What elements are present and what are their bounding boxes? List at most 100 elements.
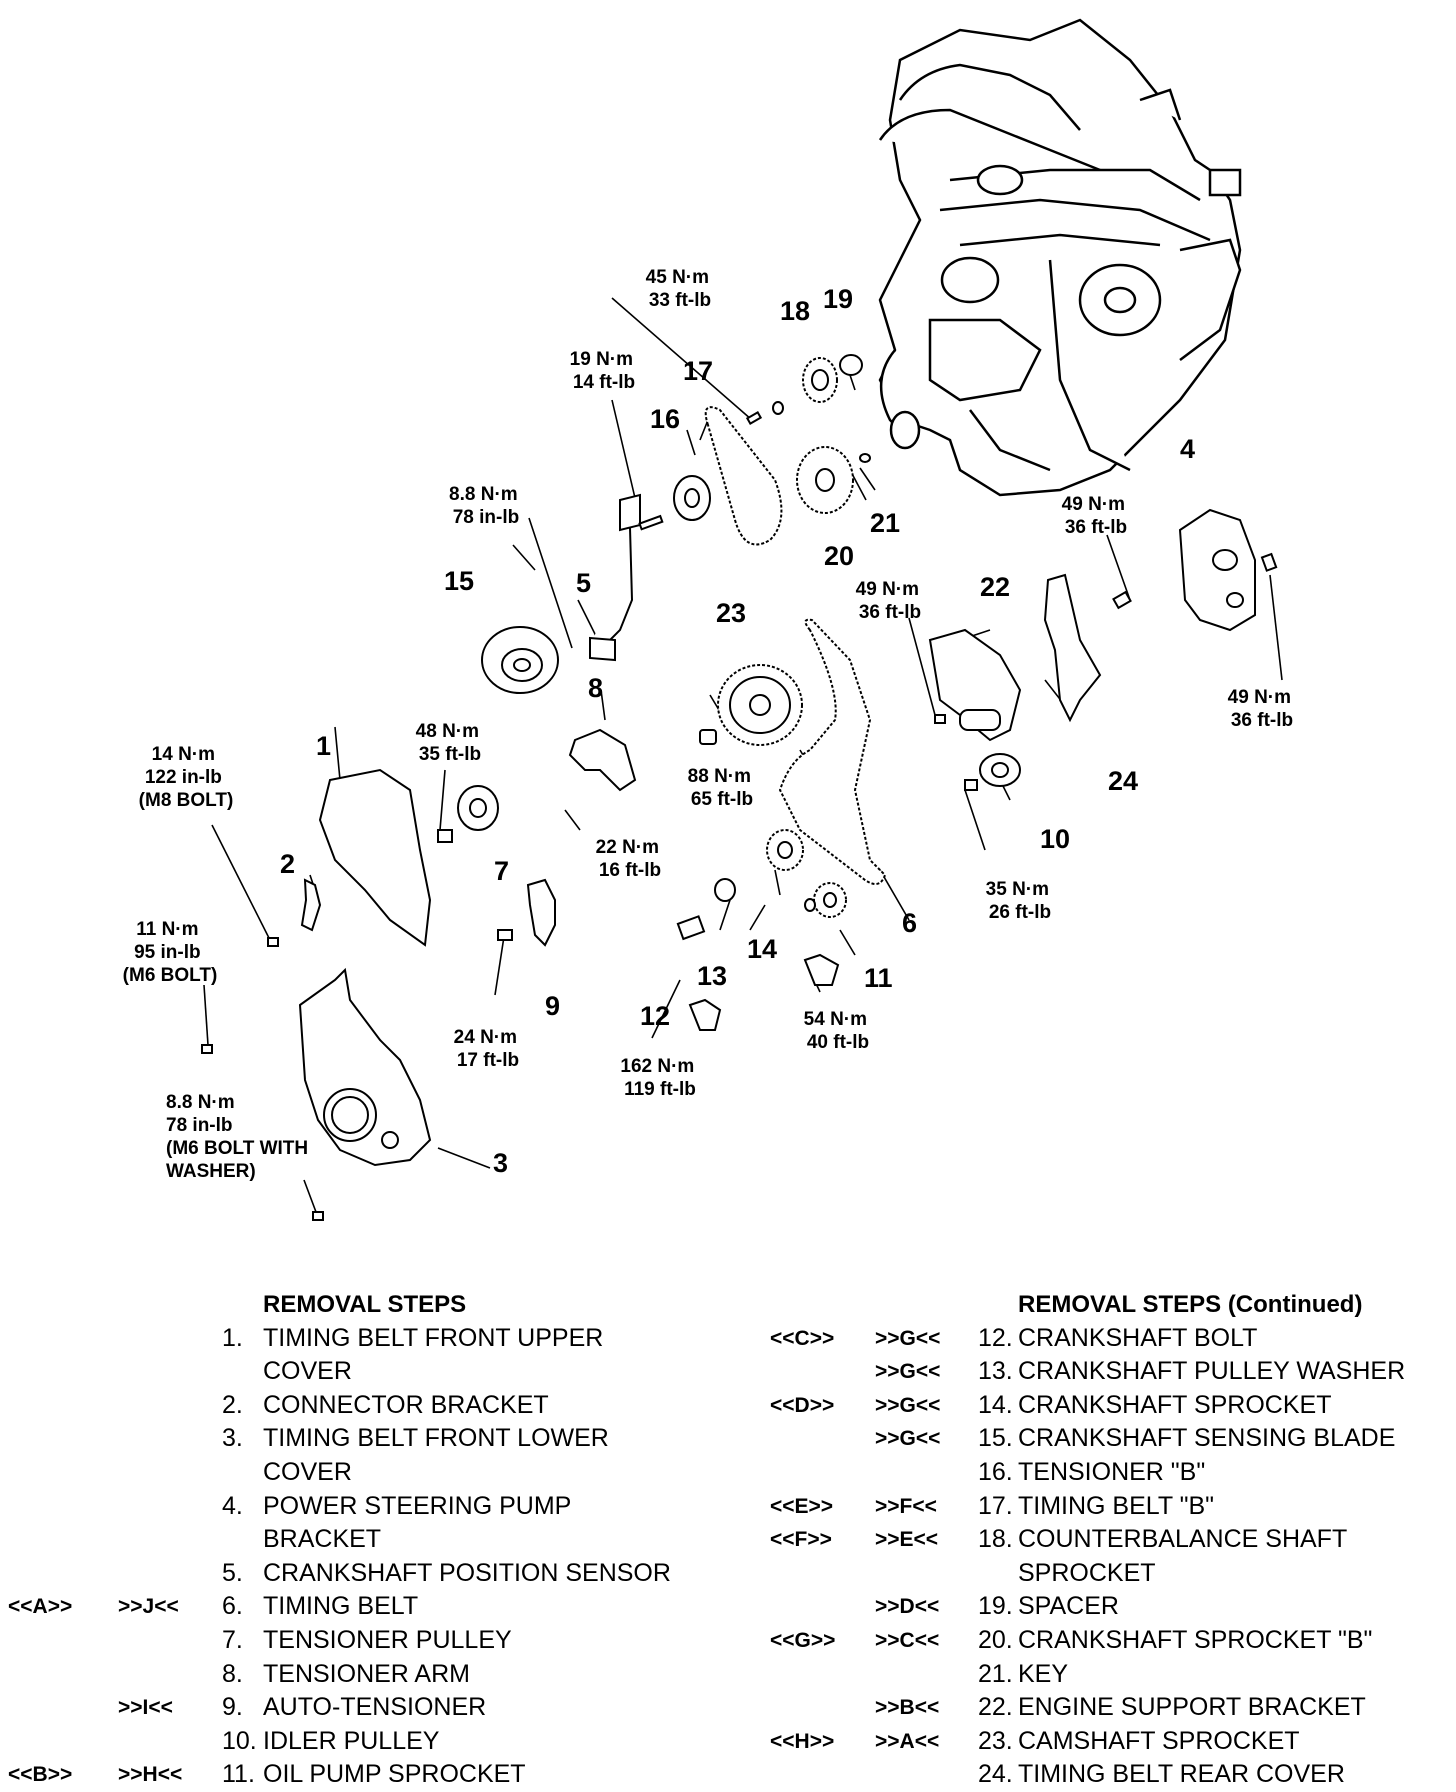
- callout-4: 4: [1180, 434, 1195, 464]
- step-note-code: >>G<<: [875, 1360, 941, 1384]
- step-row: 10.IDLER PULLEY: [0, 1725, 740, 1759]
- engine-block-illustration: [878, 18, 1242, 497]
- step-row: BRACKET: [0, 1523, 740, 1557]
- step-note-code: >>B<<: [875, 1696, 940, 1720]
- step-text: SPROCKET: [1018, 1558, 1156, 1587]
- step-condition-code: <<F>>: [770, 1528, 832, 1552]
- step-row: >>G<<15.CRANKSHAFT SENSING BLADE: [740, 1422, 1456, 1456]
- step-row: <<C>>>>G<<12.CRANKSHAFT BOLT: [740, 1322, 1456, 1356]
- step-text: TENSIONER PULLEY: [263, 1625, 512, 1654]
- step-text: COUNTERBALANCE SHAFT: [1018, 1525, 1348, 1554]
- torque-24: 24 N·m 17 ft-lb: [454, 1027, 523, 1071]
- callout-19: 19: [823, 284, 853, 314]
- step-note-code: >>C<<: [875, 1628, 940, 1652]
- step-number: 18.: [978, 1525, 1013, 1554]
- removal-steps-continued-title: REMOVAL STEPS (Continued): [740, 1288, 1456, 1322]
- crankshaft-sprocket: [766, 829, 804, 871]
- step-text: CRANKSHAFT POSITION SENSOR: [263, 1558, 671, 1587]
- callout-10: 10: [1040, 824, 1070, 854]
- callout-20: 20: [824, 541, 854, 571]
- callout-21: 21: [870, 508, 900, 538]
- bolt-88: [699, 729, 717, 745]
- step-number: 23.: [978, 1726, 1013, 1755]
- step-condition-code: <<A>>: [8, 1595, 73, 1619]
- step-note-code: >>G<<: [875, 1326, 941, 1350]
- step-row: SPROCKET: [740, 1557, 1456, 1591]
- torque-49-right: 49 N·m 36 ft-lb: [1228, 687, 1297, 731]
- callout-12: 12: [640, 1001, 670, 1031]
- step-number: 19.: [978, 1592, 1013, 1621]
- connector-bracket: [300, 878, 322, 932]
- callout-7: 7: [494, 856, 509, 886]
- callout-3: 3: [493, 1148, 508, 1178]
- step-text: POWER STEERING PUMP: [263, 1491, 572, 1520]
- torque-8-8-sensor: 8.8 N·m 78 in-lb: [449, 484, 523, 528]
- torque-14: 14 N·m 122 in-lb (M8 BOLT): [139, 744, 234, 811]
- step-row: <<A>>>>J<<6.TIMING BELT: [0, 1590, 740, 1624]
- step-number: 11.: [222, 1760, 255, 1789]
- step-number: 20.: [978, 1625, 1013, 1654]
- step-condition-code: <<H>>: [770, 1729, 835, 1753]
- removal-steps-continued-heading: REMOVAL STEPS (Continued): [1018, 1291, 1363, 1318]
- torque-48: 48 N·m 35 ft-lb: [416, 721, 485, 765]
- step-note-code: >>G<<: [875, 1427, 941, 1451]
- callout-16: 16: [650, 404, 680, 434]
- step-number: 17.: [978, 1491, 1013, 1520]
- callout-22: 22: [980, 572, 1010, 602]
- step-note-code: >>G<<: [875, 1393, 941, 1417]
- step-note-code: >>A<<: [875, 1729, 940, 1753]
- torque-54: 54 N·m 40 ft-lb: [804, 1009, 873, 1053]
- crankshaft-position-sensor: [589, 493, 664, 662]
- step-row: COVER: [0, 1456, 740, 1490]
- step-text: CONNECTOR BRACKET: [263, 1390, 549, 1419]
- torque-49-top: 49 N·m 36 ft-lb: [1062, 494, 1131, 538]
- step-text: TIMING BELT REAR COVER: [1018, 1760, 1345, 1789]
- auto-tensioner: [526, 878, 556, 947]
- bolt-24: [497, 929, 513, 941]
- callout-6: 6: [902, 908, 917, 938]
- step-note-code: >>D<<: [875, 1595, 940, 1619]
- power-steering-pump-bracket: [1178, 508, 1256, 632]
- step-row: COVER: [0, 1355, 740, 1389]
- bolt-48: [437, 829, 453, 843]
- step-row: 4.POWER STEERING PUMP: [0, 1490, 740, 1524]
- bolt-49-c: [1260, 552, 1278, 572]
- step-text: TIMING BELT FRONT UPPER: [263, 1323, 604, 1352]
- step-row: 7.TENSIONER PULLEY: [0, 1624, 740, 1658]
- step-text: COVER: [263, 1457, 352, 1486]
- step-text: TIMING BELT: [263, 1592, 419, 1621]
- key: [859, 453, 871, 463]
- step-row: <<B>>>>H<<11.OIL PUMP SPROCKET: [0, 1758, 740, 1792]
- callout-17: 17: [683, 356, 713, 386]
- step-number: 21.: [978, 1659, 1013, 1688]
- torque-45: 45 N·m 33 ft-lb: [646, 267, 715, 311]
- step-text: COVER: [263, 1357, 352, 1386]
- step-number: 12.: [978, 1323, 1013, 1352]
- step-text: TIMING BELT "B": [1018, 1491, 1215, 1520]
- spacer: [839, 354, 863, 376]
- callout-11: 11: [864, 963, 893, 993]
- step-note-code: >>E<<: [875, 1528, 939, 1552]
- step-text: CRANKSHAFT PULLEY WASHER: [1018, 1357, 1406, 1386]
- callout-1: 1: [316, 731, 331, 761]
- camshaft-sprocket: [717, 664, 803, 746]
- step-number: 8.: [222, 1659, 243, 1688]
- timing-belt-front-upper-cover: [318, 768, 432, 947]
- callout-23: 23: [716, 598, 746, 628]
- torque-19: 19 N·m 14 ft-lb: [570, 349, 639, 393]
- step-number: 15.: [978, 1424, 1013, 1453]
- step-condition-code: <<B>>: [8, 1763, 73, 1787]
- counterbalance-shaft-sprocket: [802, 357, 838, 403]
- step-row: <<H>>>>A<<23.CAMSHAFT SPROCKET: [740, 1725, 1456, 1759]
- step-number: 16.: [978, 1457, 1013, 1486]
- bolt-35: [964, 779, 978, 791]
- step-text: AUTO-TENSIONER: [263, 1693, 487, 1722]
- crankshaft-bolt: [676, 915, 706, 941]
- torque-8-8-washer: 8.8 N·m 78 in-lb (M6 BOLT WITH WASHER): [166, 1092, 313, 1182]
- step-condition-code: <<D>>: [770, 1393, 835, 1417]
- step-row: <<F>> >>E<< 18.COUNTERBALANCE SHAFT: [740, 1523, 1456, 1557]
- step-text: IDLER PULLEY: [263, 1726, 440, 1755]
- tensioner-arm: [568, 728, 637, 792]
- timing-belt-rear-cover: [1043, 573, 1102, 723]
- step-number: 6.: [222, 1592, 243, 1621]
